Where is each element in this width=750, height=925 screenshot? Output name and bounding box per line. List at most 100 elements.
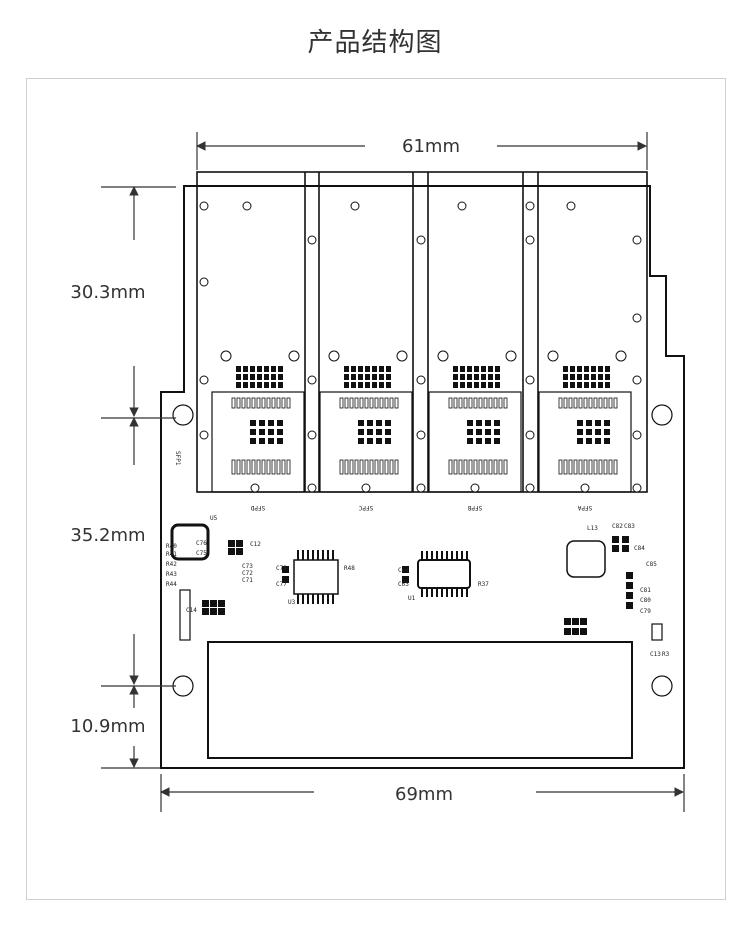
module-pad [365, 366, 370, 372]
ic-pin [456, 588, 458, 597]
module-pin [256, 397, 261, 409]
module-pad [474, 366, 479, 372]
label-r3: R3 [662, 651, 670, 658]
module-pin [276, 459, 281, 475]
mounting-hole [172, 404, 194, 426]
smd-component [572, 628, 579, 635]
module-pad [467, 366, 472, 372]
module-pad [467, 382, 472, 388]
cage-screw-hole [361, 483, 371, 493]
module-pad [259, 429, 265, 435]
smd-component [282, 566, 289, 573]
module-pin [246, 459, 251, 475]
ic-pin [421, 551, 423, 560]
smd-component [626, 582, 633, 589]
module-pad [257, 366, 262, 372]
dim-top-width: 61mm [402, 136, 460, 157]
board-outline [160, 185, 685, 769]
module-pin [603, 397, 608, 409]
module-pad [595, 429, 601, 435]
module-pad [278, 382, 283, 388]
ic-pin [441, 588, 443, 597]
smd-component [210, 600, 217, 607]
module-pin [613, 397, 618, 409]
smd-component [626, 602, 633, 609]
mounting-hole [651, 404, 673, 426]
cage-screw-hole [242, 201, 252, 211]
module-pin [483, 459, 488, 475]
module-pin [488, 397, 493, 409]
cage-screw-hole [525, 483, 535, 493]
module-pin [593, 459, 598, 475]
ic-pin [446, 551, 448, 560]
module-pad [563, 374, 568, 380]
cage-screw-hole [470, 483, 480, 493]
module-pad [494, 429, 500, 435]
module-pad [236, 374, 241, 380]
module-pad [264, 374, 269, 380]
cage-screw-hole [525, 201, 535, 211]
connector-header [179, 589, 191, 641]
ic-pin [307, 550, 309, 560]
module-pin [261, 459, 266, 475]
module-pad [494, 420, 500, 426]
module-pin [384, 459, 389, 475]
module-pin [286, 397, 291, 409]
module-pad [481, 374, 486, 380]
cage-screw-hole [307, 235, 317, 245]
ic-pin [436, 588, 438, 597]
cage-screw-hole [307, 375, 317, 385]
ic-pin [461, 588, 463, 597]
smd-component [402, 576, 409, 583]
test-point [220, 350, 232, 362]
smd-component [202, 608, 209, 615]
module-pad [577, 382, 582, 388]
module-pad [595, 438, 601, 444]
test-point [547, 350, 559, 362]
ic-pin [431, 588, 433, 597]
module-pad [367, 429, 373, 435]
module-pad [467, 438, 473, 444]
cage-screw-hole [457, 201, 467, 211]
label-c71: C71 [242, 577, 253, 584]
module-pad [570, 374, 575, 380]
module-pad [372, 374, 377, 380]
cage-screw-hole [350, 201, 360, 211]
label-l13: L13 [587, 525, 598, 532]
module-pin [344, 397, 349, 409]
test-point [328, 350, 340, 362]
module-pad [257, 382, 262, 388]
module-pad [358, 382, 363, 388]
cage-screw-hole [199, 375, 209, 385]
ic-pin [312, 550, 314, 560]
test-point [437, 350, 449, 362]
module-pin [473, 397, 478, 409]
module-pad [351, 382, 356, 388]
module-pad [453, 366, 458, 372]
ic-pin [441, 551, 443, 560]
module-pin [563, 459, 568, 475]
module-pad [358, 374, 363, 380]
module-pad [488, 382, 493, 388]
label-u1: U1 [408, 595, 416, 602]
module-pad [268, 438, 274, 444]
module-pad [271, 382, 276, 388]
module-pad [485, 420, 491, 426]
cage-screw-hole [416, 375, 426, 385]
module-pad [250, 429, 256, 435]
module-pin [598, 459, 603, 475]
module-pad [605, 382, 610, 388]
ic-pin [332, 594, 334, 604]
module-pad [494, 438, 500, 444]
sfp-cage-group [196, 171, 648, 493]
cage-screw-hole [416, 483, 426, 493]
module-pad [385, 429, 391, 435]
cage-screw-hole [580, 483, 590, 493]
smd-component [564, 618, 571, 625]
test-point [615, 350, 627, 362]
module-pad [598, 374, 603, 380]
module-pad [344, 366, 349, 372]
module-pad [591, 366, 596, 372]
module-pin [364, 459, 369, 475]
module-pad [277, 429, 283, 435]
